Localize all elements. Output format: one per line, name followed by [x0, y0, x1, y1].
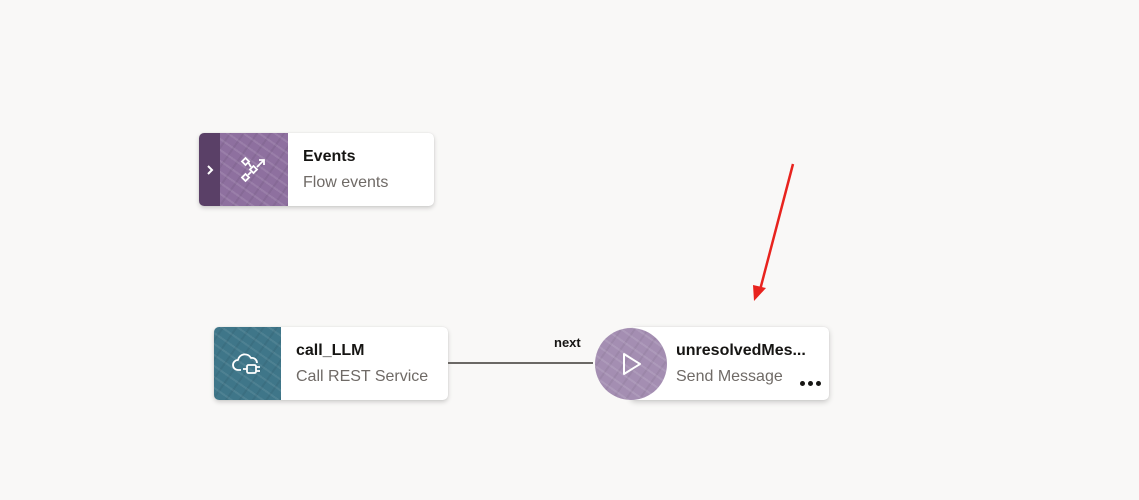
events-texts: Events Flow events	[288, 133, 388, 206]
node-subtitle: Call REST Service	[296, 367, 429, 385]
edge-label: next	[554, 335, 581, 350]
expand-toggle[interactable]	[199, 133, 220, 206]
chevron-right-icon	[206, 164, 213, 175]
node-subtitle: Flow events	[303, 173, 389, 191]
node-subtitle: Send Message	[676, 367, 783, 385]
flow-events-icon	[240, 156, 265, 182]
cloud-plug-icon	[231, 353, 260, 374]
edge-connector[interactable]	[448, 362, 593, 364]
node-title: call_LLM	[296, 341, 365, 359]
events-node[interactable]: Events Flow events	[199, 133, 434, 206]
more-options-icon[interactable]	[800, 381, 821, 386]
node-title: unresolvedMes...	[676, 341, 806, 359]
call-llm-texts: call_LLM Call REST Service	[281, 327, 428, 400]
send-message-circle	[595, 328, 667, 400]
unresolved-texts: unresolvedMes... Send Message	[676, 327, 806, 400]
events-tile	[220, 133, 288, 206]
call-llm-tile	[214, 327, 281, 400]
call-llm-node[interactable]: call_LLM Call REST Service	[214, 327, 448, 400]
node-title: Events	[303, 147, 356, 165]
play-icon	[623, 353, 641, 375]
